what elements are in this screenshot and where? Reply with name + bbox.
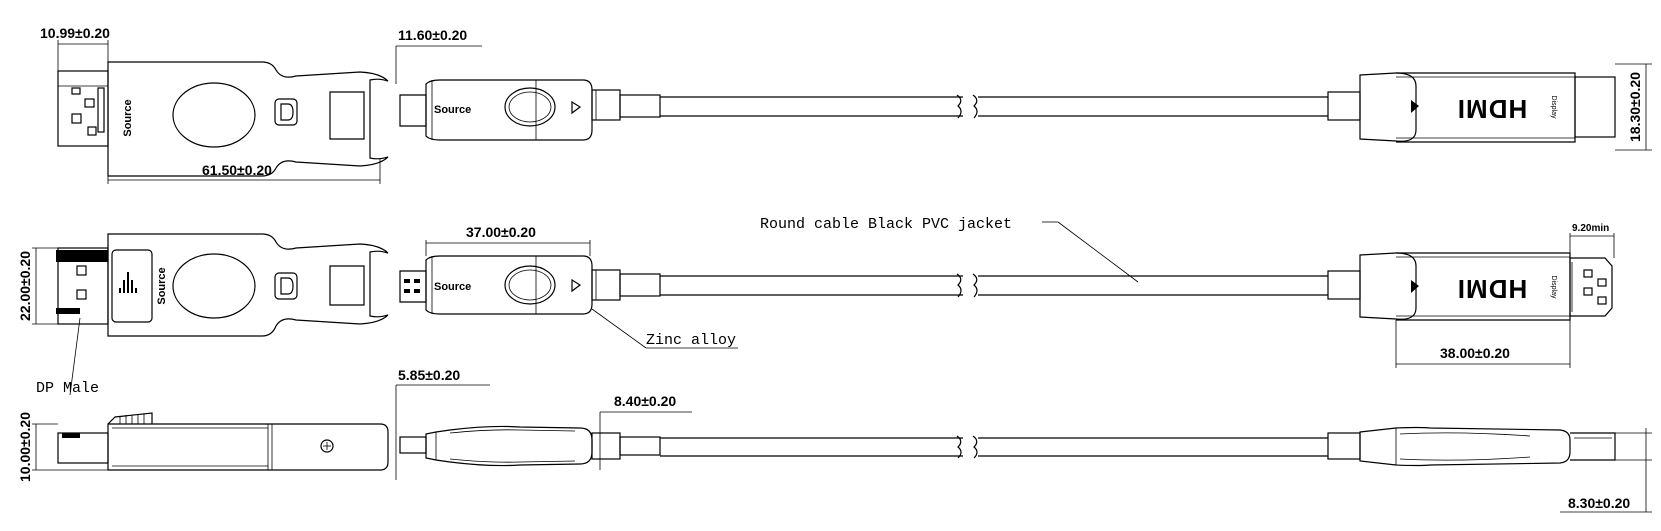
dim-hdmi-body-length: 38.00±0.20 <box>1440 345 1510 361</box>
dim-hdmi-thickness: 8.30±0.20 <box>1568 495 1630 511</box>
dp-body-top: Source <box>107 61 389 177</box>
dim-dp-plug-width: 10.99±0.20 <box>40 25 110 41</box>
cable-note-label: Round cable Black PVC jacket <box>760 216 1012 233</box>
source-label-4: Source <box>434 281 471 293</box>
dp-plug-front <box>56 247 109 325</box>
dim-module-length: 37.00±0.20 <box>466 224 536 240</box>
source-label-3: Source <box>156 267 168 304</box>
source-module-front: Source <box>399 255 661 315</box>
dim-hdmi-plug-min: 9.20min <box>1572 223 1609 234</box>
dp-body-front: Source <box>107 233 389 337</box>
dim-dp-side-thickness: 10.00±0.20 <box>17 412 33 482</box>
row-side-view: 10.00±0.20 5.85±0.20 8.40±0.20 <box>17 367 1652 513</box>
hdmi-connector-side <box>1327 426 1616 467</box>
source-module-top: Source <box>399 79 661 141</box>
dim-hdmi-height: 18.30±0.20 <box>1627 72 1643 142</box>
cable-top <box>660 94 1328 119</box>
dim-dp-body-length: 61.50±0.20 <box>202 162 272 178</box>
cable-side <box>660 435 1328 459</box>
source-label-1: Source <box>122 99 134 136</box>
zinc-alloy-label: Zinc alloy <box>646 332 736 349</box>
display-label-2: Display <box>1550 276 1557 299</box>
row-top-view: Source 10.99±0.20 61.50±0.20 11.60±0.20 … <box>40 25 1652 184</box>
source-label-2: Source <box>434 104 471 116</box>
dim-module-tip: 5.85±0.20 <box>398 367 460 383</box>
display-label-1: Display <box>1550 96 1557 119</box>
hdmi-connector-front: HDMI Display <box>1327 252 1613 321</box>
dim-dp-end-width: 11.60±0.20 <box>398 27 467 43</box>
dim-module-thickness: 8.40±0.20 <box>614 393 676 409</box>
row-front-view: Source 22.00±0.20 DP Male Source <box>17 216 1615 397</box>
hdmi-logo-2: HDMI <box>1457 274 1527 304</box>
dp-male-label: DP Male <box>36 380 99 397</box>
dp-plug-side <box>57 412 389 471</box>
cable-front <box>660 273 1328 298</box>
hdmi-logo-1: HDMI <box>1457 94 1527 124</box>
source-module-side <box>399 425 661 467</box>
hdmi-connector-top: HDMI Display <box>1327 72 1616 143</box>
dp-plug-top <box>57 70 109 147</box>
dim-dp-height: 22.00±0.20 <box>17 251 33 321</box>
